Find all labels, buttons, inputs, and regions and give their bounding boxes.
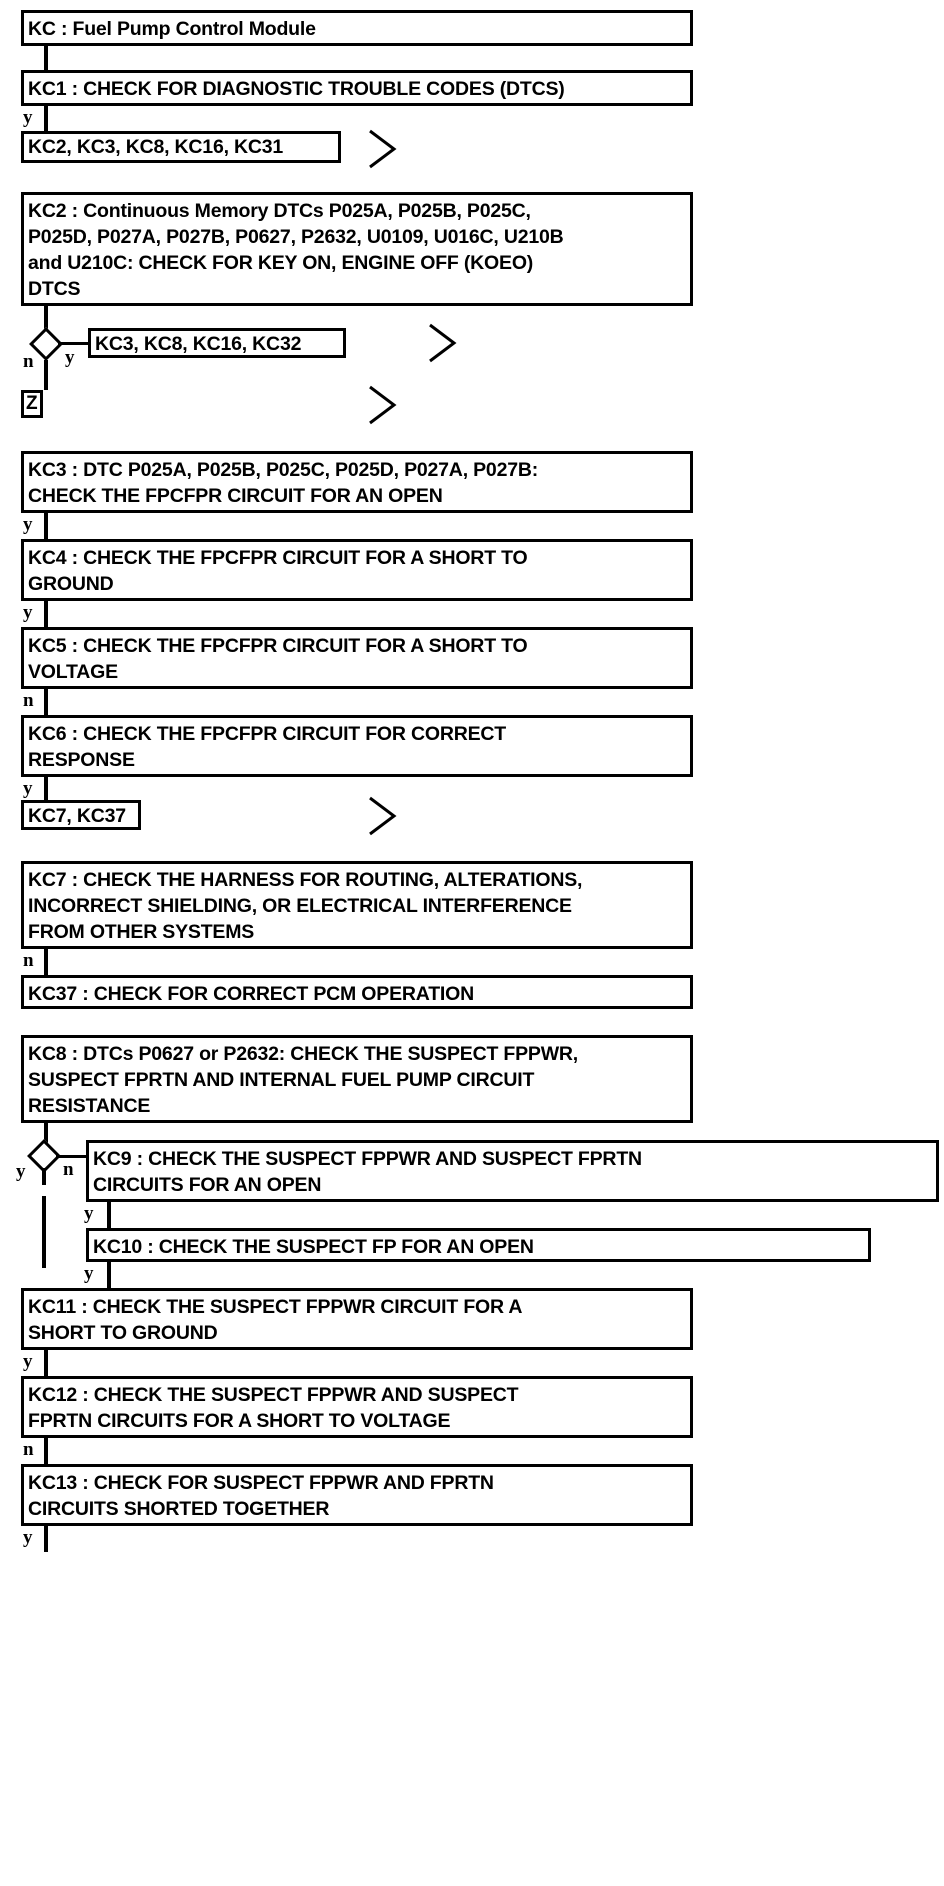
node-kc1[interactable]: KC1 : CHECK FOR DIAGNOSTIC TROUBLE CODES… <box>21 70 693 106</box>
continuation-chevron-4 <box>366 795 400 837</box>
connector-kc6-to-ref3 <box>44 777 48 800</box>
branch-label-kc12-out: n <box>23 1439 34 1460</box>
node-kc-title-label: KC : Fuel Pump Control Module <box>28 18 316 40</box>
node-kc37[interactable]: KC37 : CHECK FOR CORRECT PCM OPERATION <box>21 975 693 1009</box>
connector-diamond-kc8-no <box>56 1155 86 1158</box>
connector-kc8-to-diamond <box>44 1123 48 1144</box>
connector-kc-title-to-kc1 <box>44 46 48 70</box>
branch-label-kc10-out: y <box>84 1263 94 1284</box>
node-z-terminator[interactable]: Z <box>21 390 43 418</box>
connector-kc4-to-kc5 <box>44 601 48 627</box>
node-kc3-label: KC3 : DTC P025A, P025B, P025C, P025D, P0… <box>28 459 539 507</box>
node-kc-title[interactable]: KC : Fuel Pump Control Module <box>21 10 693 46</box>
node-kc11[interactable]: KC11 : CHECK THE SUSPECT FPPWR CIRCUIT F… <box>21 1288 693 1350</box>
branch-label-kc9-out: y <box>84 1203 94 1224</box>
node-kc13[interactable]: KC13 : CHECK FOR SUSPECT FPPWR AND FPRTN… <box>21 1464 693 1526</box>
node-kc7-label: KC7 : CHECK THE HARNESS FOR ROUTING, ALT… <box>28 869 583 943</box>
node-kc10[interactable]: KC10 : CHECK THE SUSPECT FP FOR AN OPEN <box>86 1228 871 1262</box>
connector-kc2-to-diamond <box>44 306 48 332</box>
connector-kc13-out <box>44 1526 48 1552</box>
node-kc12[interactable]: KC12 : CHECK THE SUSPECT FPPWR AND SUSPE… <box>21 1376 693 1438</box>
branch-label-kc4-out: y <box>23 602 33 623</box>
node-kc9[interactable]: KC9 : CHECK THE SUSPECT FPPWR AND SUSPEC… <box>86 1140 939 1202</box>
node-kc12-label: KC12 : CHECK THE SUSPECT FPPWR AND SUSPE… <box>28 1384 519 1432</box>
branch-label-kc2-diamond-yes: y <box>65 347 75 368</box>
continuation-chevron-2 <box>426 322 460 364</box>
node-kc8[interactable]: KC8 : DTCs P0627 or P2632: CHECK THE SUS… <box>21 1035 693 1123</box>
connector-kc5-to-kc6 <box>44 689 48 715</box>
connector-kc9-to-kc10 <box>107 1202 111 1228</box>
branch-label-kc6-out: y <box>23 778 33 799</box>
connector-kc3-to-kc4 <box>44 513 48 539</box>
node-kc2-label: KC2 : Continuous Memory DTCs P025A, P025… <box>28 200 564 300</box>
node-ref-kc2-kc3-kc8-kc16-kc31[interactable]: KC2, KC3, KC8, KC16, KC31 <box>21 131 341 163</box>
branch-label-kc7-out: n <box>23 950 34 971</box>
connector-kc7-to-kc37 <box>44 949 48 975</box>
node-z-label: Z <box>26 393 38 414</box>
connector-kc1-to-ref1 <box>44 106 48 131</box>
node-kc6-label: KC6 : CHECK THE FPCFPR CIRCUIT FOR CORRE… <box>28 723 507 771</box>
node-kc7[interactable]: KC7 : CHECK THE HARNESS FOR ROUTING, ALT… <box>21 861 693 949</box>
branch-label-kc5-out: n <box>23 690 34 711</box>
connector-kc12-to-kc13 <box>44 1438 48 1464</box>
node-ref-kc7-kc37[interactable]: KC7, KC37 <box>21 800 141 830</box>
continuation-chevron-1 <box>366 128 400 170</box>
connector-kc10-to-kc11 <box>107 1262 111 1288</box>
node-kc37-label: KC37 : CHECK FOR CORRECT PCM OPERATION <box>28 983 474 1005</box>
branch-label-kc13-out: y <box>23 1527 33 1548</box>
continuation-chevron-3 <box>366 384 400 426</box>
node-kc5-label: KC5 : CHECK THE FPCFPR CIRCUIT FOR A SHO… <box>28 635 528 683</box>
branch-label-kc2-diamond-no: n <box>23 351 34 372</box>
node-kc2[interactable]: KC2 : Continuous Memory DTCs P025A, P025… <box>21 192 693 306</box>
node-ref-kc3-kc8-kc16-kc32[interactable]: KC3, KC8, KC16, KC32 <box>88 328 346 358</box>
node-ref2-label: KC3, KC8, KC16, KC32 <box>95 333 302 355</box>
branch-label-kc8-diamond-yes: y <box>16 1161 26 1182</box>
node-kc11-label: KC11 : CHECK THE SUSPECT FPPWR CIRCUIT F… <box>28 1296 523 1344</box>
connector-kc11-to-kc12 <box>44 1350 48 1376</box>
node-kc9-label: KC9 : CHECK THE SUSPECT FPPWR AND SUSPEC… <box>93 1148 642 1196</box>
branch-label-kc11-out: y <box>23 1351 33 1372</box>
node-kc8-label: KC8 : DTCs P0627 or P2632: CHECK THE SUS… <box>28 1043 579 1117</box>
branch-label-kc1-out: y <box>23 107 33 128</box>
node-kc10-label: KC10 : CHECK THE SUSPECT FP FOR AN OPEN <box>93 1236 534 1258</box>
branch-label-kc8-diamond-no: n <box>63 1159 74 1180</box>
node-kc4[interactable]: KC4 : CHECK THE FPCFPR CIRCUIT FOR A SHO… <box>21 539 693 601</box>
node-kc4-label: KC4 : CHECK THE FPCFPR CIRCUIT FOR A SHO… <box>28 547 528 595</box>
connector-diamond-kc2-yes <box>58 342 88 345</box>
connector-diamond-kc8-yes-long <box>42 1196 46 1268</box>
connector-diamond-kc2-no <box>44 360 48 390</box>
node-kc3[interactable]: KC3 : DTC P025A, P025B, P025C, P025D, P0… <box>21 451 693 513</box>
node-ref3-label: KC7, KC37 <box>28 805 126 827</box>
node-kc1-label: KC1 : CHECK FOR DIAGNOSTIC TROUBLE CODES… <box>28 78 565 100</box>
node-ref1-label: KC2, KC3, KC8, KC16, KC31 <box>28 136 284 158</box>
branch-label-kc3-out: y <box>23 514 33 535</box>
node-kc5[interactable]: KC5 : CHECK THE FPCFPR CIRCUIT FOR A SHO… <box>21 627 693 689</box>
node-kc6[interactable]: KC6 : CHECK THE FPCFPR CIRCUIT FOR CORRE… <box>21 715 693 777</box>
connector-diamond-kc8-yes-drop <box>42 1168 46 1185</box>
node-kc13-label: KC13 : CHECK FOR SUSPECT FPPWR AND FPRTN… <box>28 1472 494 1520</box>
